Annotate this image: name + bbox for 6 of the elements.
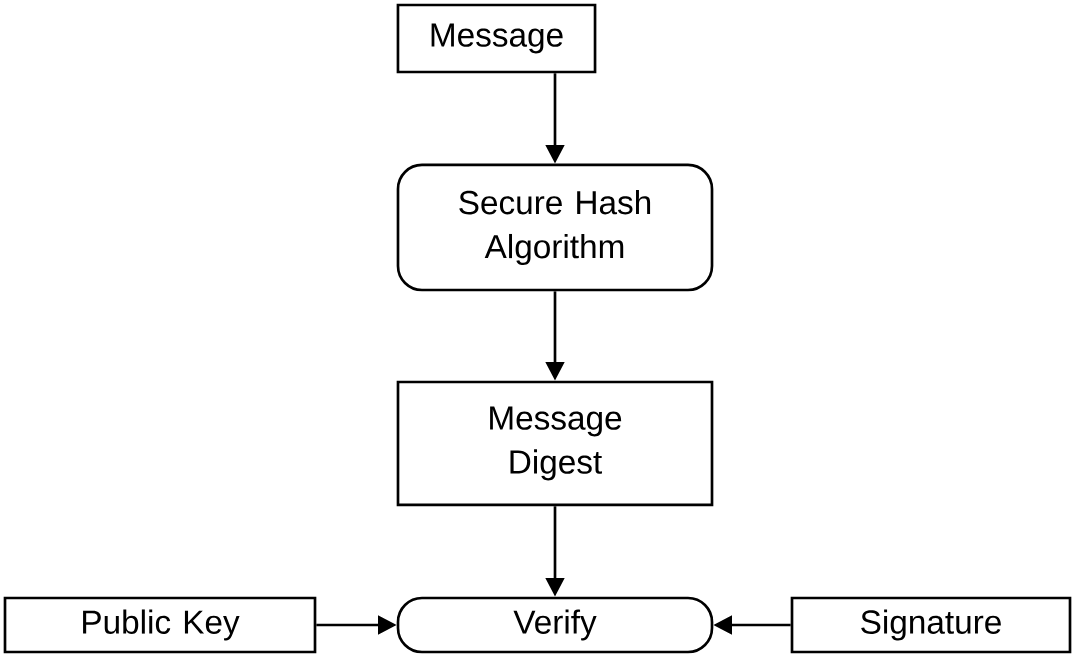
data-box: Message Digest	[396, 380, 714, 507]
process-box: Verify	[396, 596, 714, 654]
data-box: Message	[396, 3, 597, 74]
data-box: Signature	[790, 596, 1072, 654]
data-box: Public Key	[3, 596, 317, 654]
process-box: Secure Hash Algorithm	[396, 163, 714, 292]
